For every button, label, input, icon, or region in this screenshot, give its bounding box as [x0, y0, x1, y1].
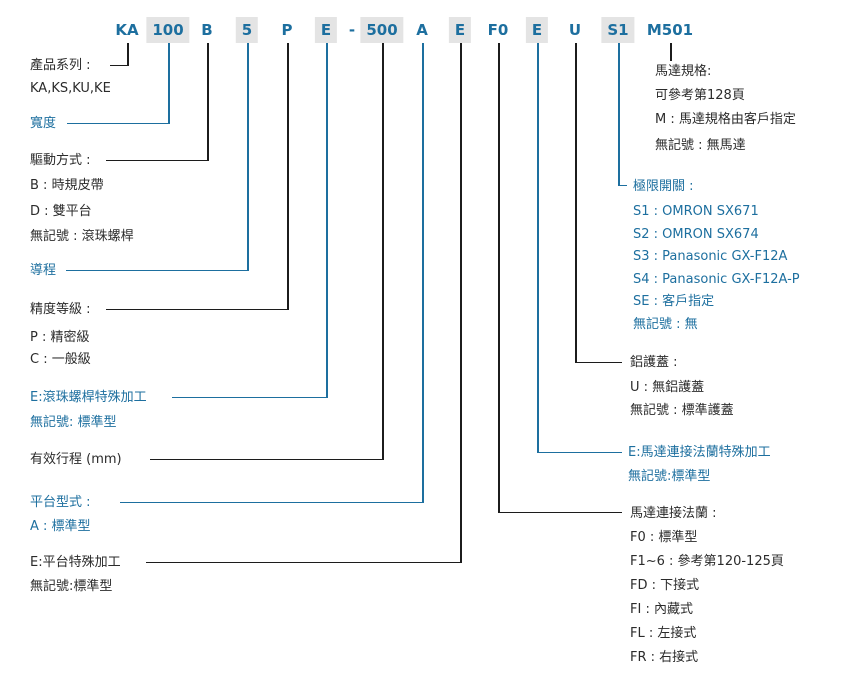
- section-item: KA,KS,KU,KE: [30, 81, 111, 96]
- connector-line-width-h: [67, 122, 170, 124]
- connector-line-cover-h: [575, 361, 622, 363]
- connector-line-table-special-h: [146, 561, 462, 563]
- connector-line-table-special-v: [460, 43, 462, 563]
- section-title-accuracy: 精度等級 :: [30, 302, 91, 317]
- connector-line-width-v: [168, 43, 170, 124]
- connector-line-accuracy-v: [287, 43, 289, 310]
- section-item: 無記號: 標準型: [30, 415, 117, 430]
- code-segment-flange-special: E: [525, 17, 549, 43]
- connector-line-flange-special-v: [537, 43, 539, 453]
- section-item: M : 馬達規格由客戶指定: [655, 112, 796, 127]
- section-title-limit-switch: 極限開關 :: [633, 179, 694, 194]
- connector-line-stroke-v: [382, 43, 384, 460]
- section-title-table-type: 平台型式 :: [30, 495, 91, 510]
- section-item: FI : 內藏式: [630, 602, 693, 617]
- connector-line-flange-h: [498, 511, 622, 513]
- code-segment-cover: U: [568, 21, 582, 39]
- section-title-drive-type: 驅動方式 :: [30, 153, 91, 168]
- section-title-motor-flange: 馬達連接法蘭 :: [630, 506, 717, 521]
- section-item: FD : 下接式: [630, 578, 700, 593]
- connector-line-drive-v: [207, 43, 209, 161]
- connector-line-motor-v: [670, 43, 672, 61]
- section-item: S4 : Panasonic GX-F12A-P: [633, 272, 800, 287]
- section-title-cover: 鋁護蓋 :: [630, 355, 678, 370]
- code-segment-limit-switch: S1: [601, 17, 635, 43]
- code-segment-motor: M501: [646, 21, 694, 39]
- section-title-lead: 導程: [30, 263, 57, 278]
- connector-line-screw-special-h: [172, 396, 328, 398]
- connector-line-limit-switch-h: [618, 184, 627, 186]
- connector-line-cover-v: [575, 43, 577, 363]
- section-title-flange-special: E:馬達連接法蘭特殊加工: [628, 445, 771, 460]
- section-item: A : 標準型: [30, 519, 91, 534]
- connector-line-lead-h: [66, 269, 249, 271]
- code-segment-dash: -: [348, 21, 356, 39]
- section-item: D : 雙平台: [30, 204, 92, 219]
- connector-line-accuracy-h: [106, 308, 289, 310]
- section-item: S1 : OMRON SX671: [633, 204, 759, 219]
- section-item: FL : 左接式: [630, 626, 697, 641]
- section-title-width: 寬度: [30, 116, 57, 131]
- section-title-table-special: E:平台特殊加工: [30, 555, 121, 570]
- section-item: FR : 右接式: [630, 650, 699, 665]
- connector-line-table-type-h: [120, 501, 424, 503]
- section-item: 無記號 : 標準護蓋: [630, 403, 734, 418]
- code-segment-width: 100: [146, 17, 190, 43]
- connector-line-stroke-h: [150, 458, 384, 460]
- section-item: 可參考第128頁: [655, 88, 745, 103]
- section-title-product-series: 產品系列 :: [30, 58, 91, 73]
- section-item: F1~6 : 參考第120-125頁: [630, 554, 784, 569]
- connector-line-drive-h: [106, 159, 209, 161]
- section-item: SE : 客戶指定: [633, 294, 715, 309]
- section-item: C : 一般級: [30, 352, 91, 367]
- connector-line-table-type-v: [422, 43, 424, 503]
- section-item: S2 : OMRON SX674: [633, 227, 759, 242]
- code-segment-table-special: E: [448, 17, 472, 43]
- section-item: 無記號:標準型: [628, 469, 711, 484]
- section-item: 無記號:標準型: [30, 579, 113, 594]
- section-item: F0 : 標準型: [630, 530, 698, 545]
- section-title-motor-spec: 馬達規格:: [655, 64, 712, 79]
- code-segment-drive: B: [201, 21, 213, 39]
- section-title-ballscrew-special: E:滾珠螺桿特殊加工: [30, 390, 147, 405]
- connector-line-flange-special-h: [537, 451, 622, 453]
- section-item: S3 : Panasonic GX-F12A: [633, 249, 788, 264]
- connector-line-screw-special-v: [326, 43, 328, 398]
- section-item: P : 精密級: [30, 330, 90, 345]
- connector-line-limit-switch-v: [618, 43, 620, 186]
- connector-line-flange-v: [498, 43, 500, 513]
- code-segment-series: KA: [115, 21, 139, 39]
- section-title-stroke: 有效行程 (mm): [30, 452, 122, 467]
- code-segment-screw-special: E: [314, 17, 338, 43]
- code-segment-table-type: A: [416, 21, 428, 39]
- code-segment-lead: 5: [235, 17, 259, 43]
- section-item: B : 時規皮帶: [30, 178, 104, 193]
- connector-line-series-v: [127, 43, 129, 66]
- connector-line-series-h: [110, 64, 129, 66]
- connector-line-lead-v: [247, 43, 249, 271]
- code-segment-flange: F0: [487, 21, 509, 39]
- code-segment-stroke: 500: [360, 17, 404, 43]
- section-item: 無記號 : 無馬達: [655, 138, 746, 153]
- section-item: U : 無鋁護蓋: [630, 380, 705, 395]
- section-item: 無記號 : 滾珠螺桿: [30, 229, 134, 244]
- section-item: 無記號 : 無: [633, 317, 698, 332]
- code-segment-accuracy: P: [281, 21, 293, 39]
